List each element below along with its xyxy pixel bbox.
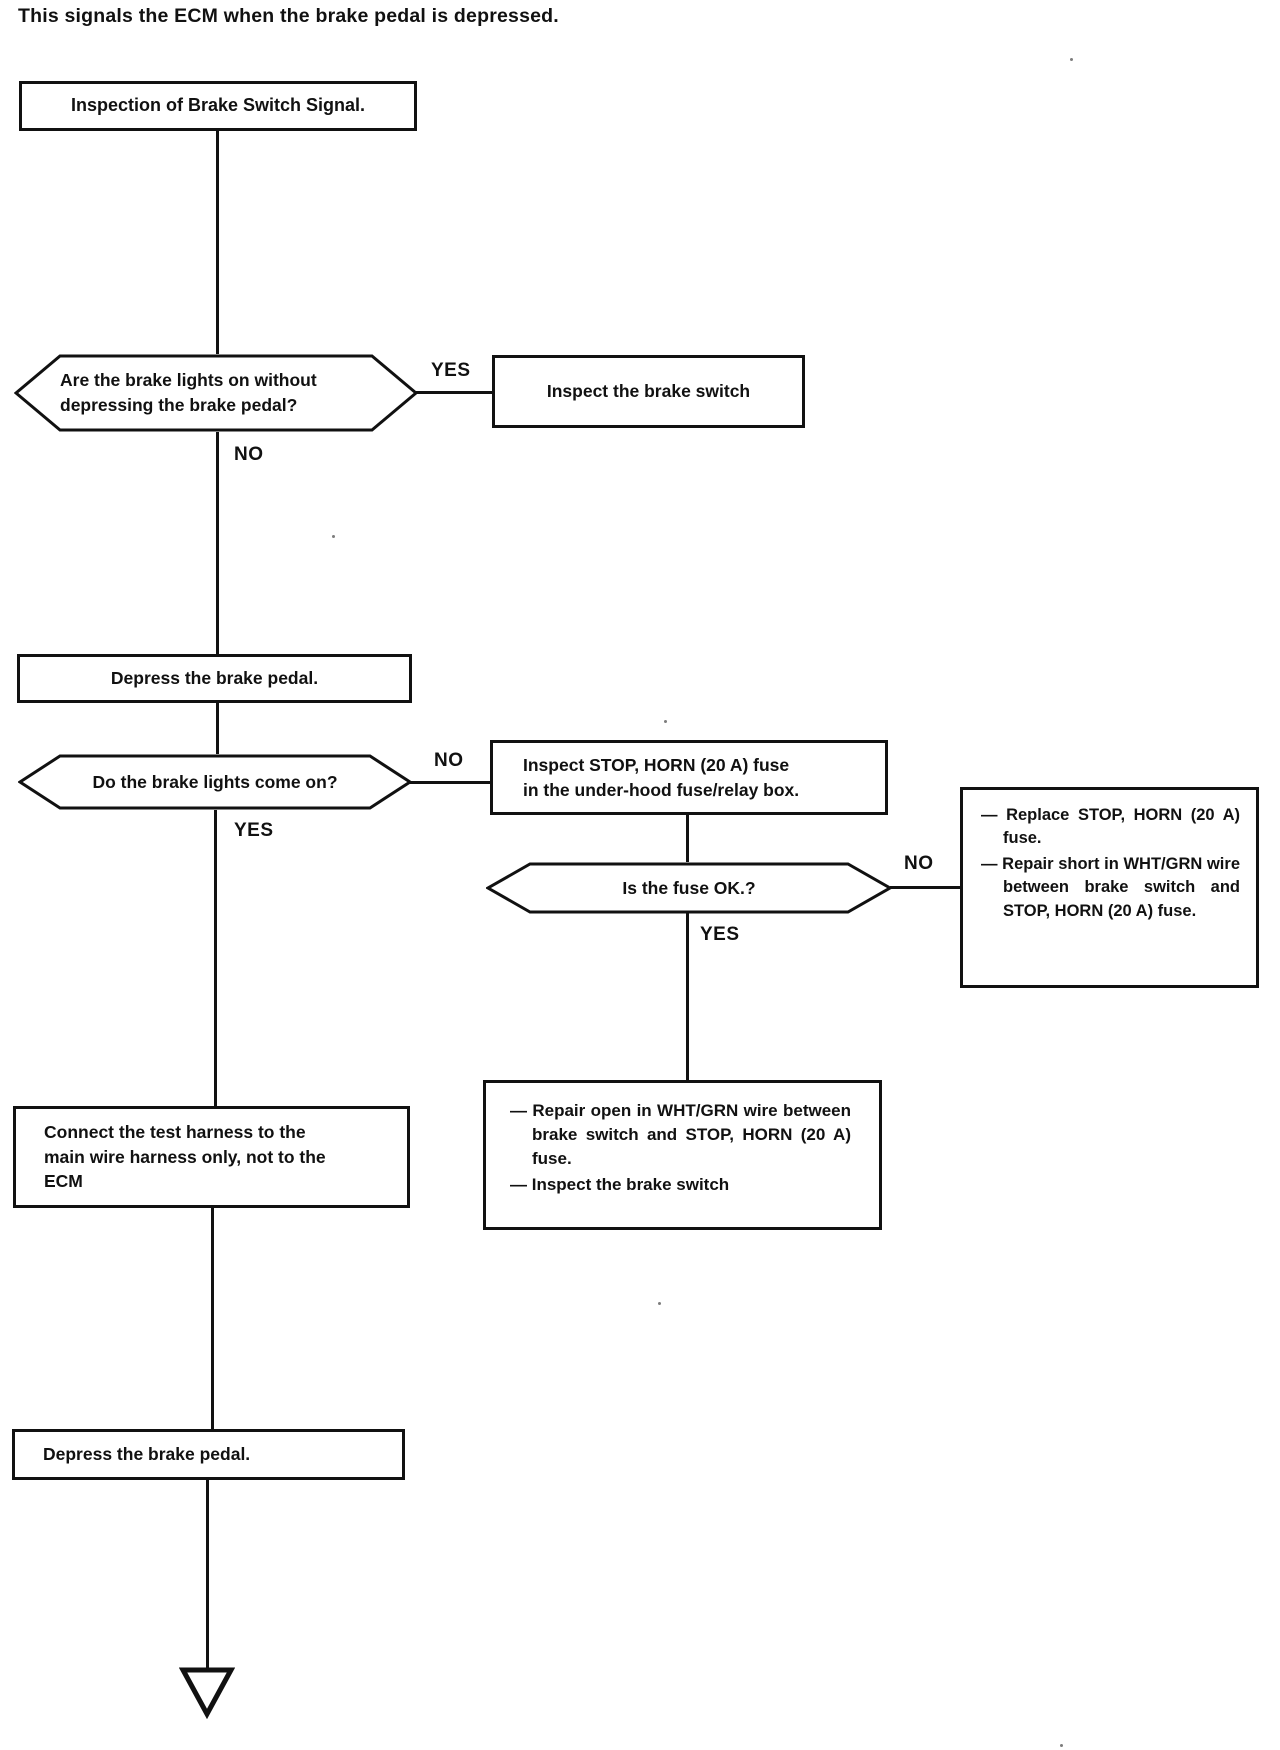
- action-depress-pedal-1-label: Depress the brake pedal.: [110, 668, 319, 689]
- action-replace-fuse: — Replace STOP, HORN (20 A) fuse. — Repa…: [960, 787, 1259, 988]
- page-caption: This signals the ECM when the brake peda…: [18, 5, 559, 27]
- flow-line-decision2-no: [410, 781, 490, 784]
- flow-line-connect-to-depress2: [211, 1208, 214, 1429]
- flow-line-depress1-to-decision2: [216, 703, 219, 754]
- terminal-arrow: [178, 1667, 236, 1724]
- action-connect-harness: Connect the test harness to the main wir…: [13, 1106, 410, 1208]
- flow-line-decision3-no: [890, 886, 960, 889]
- flow-line-decision3-yes: [686, 913, 689, 1080]
- scan-speck: [1070, 58, 1073, 61]
- replace-fuse-item-1: — Replace STOP, HORN (20 A) fuse.: [981, 806, 1240, 848]
- flow-line-decision1-yes: [416, 391, 492, 394]
- flow-line-title-to-decision1: [216, 131, 219, 354]
- action-inspect-brake-switch-label: Inspect the brake switch: [546, 381, 751, 402]
- title-box: Inspection of Brake Switch Signal.: [19, 81, 417, 131]
- scan-speck: [658, 1302, 661, 1305]
- decision-brake-lights-without: Are the brake lights on without depressi…: [14, 354, 418, 432]
- action-inspect-fuse: Inspect STOP, HORN (20 A) fuse in the un…: [490, 740, 888, 815]
- yes-label-decision3: YES: [700, 924, 740, 945]
- action-repair-open: — Repair open in WHT/GRN wire between br…: [483, 1080, 882, 1230]
- repair-open-item-2: — Inspect the brake switch: [510, 1175, 730, 1195]
- no-label-decision2: NO: [434, 750, 464, 771]
- decision-brake-lights-without-label: Are the brake lights on without depressi…: [60, 370, 317, 415]
- decision-brake-lights-come-on: Do the brake lights come on?: [18, 754, 412, 810]
- yes-label-decision2: YES: [234, 820, 274, 841]
- scan-speck: [664, 720, 667, 723]
- decision-fuse-ok: Is the fuse OK.?: [486, 862, 892, 914]
- title-box-label: Inspection of Brake Switch Signal.: [70, 95, 366, 116]
- scan-speck: [332, 535, 335, 538]
- flow-line-decision2-yes: [214, 810, 217, 1106]
- scan-speck: [1060, 1744, 1063, 1747]
- flow-line-decision1-no: [216, 432, 219, 654]
- action-depress-pedal-1: Depress the brake pedal.: [17, 654, 412, 703]
- flow-line-fusebox-to-decision3: [686, 815, 689, 862]
- flow-line-depress2-to-terminal: [206, 1480, 209, 1670]
- decision-brake-lights-come-on-label: Do the brake lights come on?: [92, 771, 338, 792]
- action-depress-pedal-2: Depress the brake pedal.: [12, 1429, 405, 1480]
- action-inspect-fuse-label: Inspect STOP, HORN (20 A) fuse in the un…: [523, 754, 800, 800]
- decision-fuse-ok-label: Is the fuse OK.?: [622, 877, 756, 898]
- no-label-decision1: NO: [234, 444, 264, 465]
- action-depress-pedal-2-label: Depress the brake pedal.: [43, 1444, 251, 1465]
- yes-label-decision1: YES: [431, 360, 471, 381]
- hexagon-shape: [14, 354, 418, 432]
- action-inspect-brake-switch: Inspect the brake switch: [492, 355, 805, 428]
- no-label-decision3: NO: [904, 853, 934, 874]
- down-triangle-icon: [178, 1667, 236, 1720]
- action-connect-harness-label: Connect the test harness to the main wir…: [44, 1121, 326, 1192]
- hexagon-shape: [486, 862, 892, 914]
- replace-fuse-item-2: — Repair short in WHT/GRN wire between b…: [981, 854, 1240, 920]
- hexagon-shape: [18, 754, 412, 810]
- repair-open-item-1: — Repair open in WHT/GRN wire between br…: [510, 1101, 851, 1169]
